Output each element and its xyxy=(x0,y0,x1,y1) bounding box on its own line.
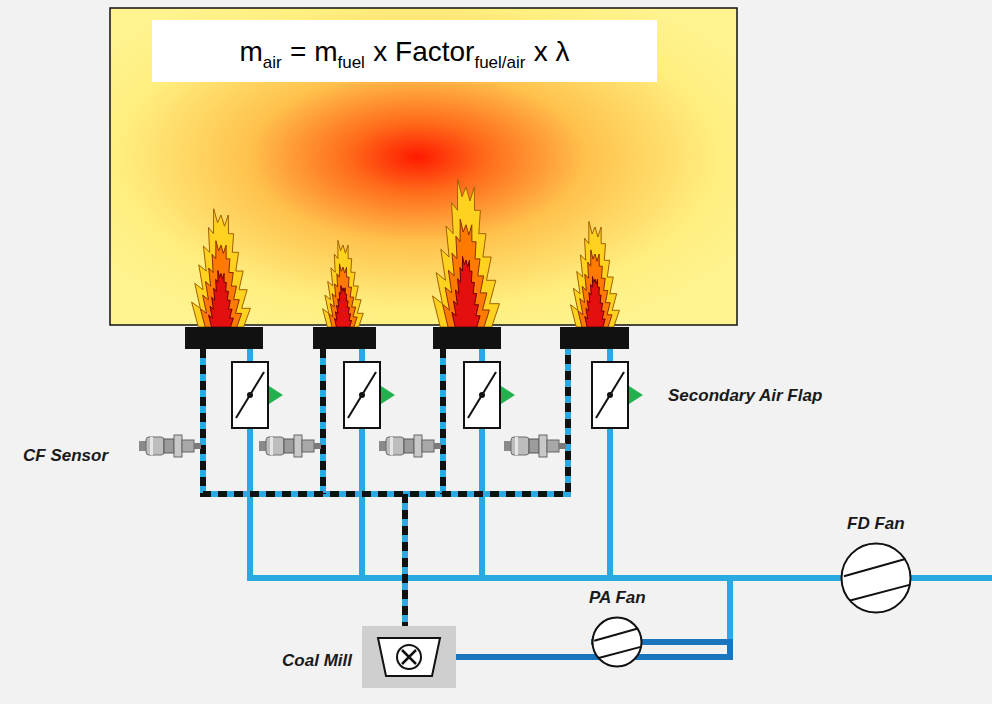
fan-casing xyxy=(593,618,642,667)
fan: FD Fan xyxy=(840,542,912,614)
air-flaps xyxy=(232,362,643,428)
burner-cap xyxy=(185,327,263,349)
flap-body xyxy=(592,362,628,428)
coal-pipes xyxy=(203,349,568,626)
formula-term: x λ xyxy=(534,36,570,68)
flame xyxy=(209,271,234,328)
flame xyxy=(192,209,251,327)
burner-caps xyxy=(185,327,629,349)
formula-box: mair = mfuel x Factorfuel/air x λ xyxy=(152,20,657,82)
air-flap xyxy=(232,362,283,428)
coal-mill: Coal Mill xyxy=(362,626,456,688)
coal-pipe-dash xyxy=(203,349,568,626)
cf-sensor xyxy=(504,435,566,457)
cf-sensor xyxy=(259,435,321,457)
air-inlet xyxy=(910,575,992,581)
equipment-label: Coal Mill xyxy=(282,651,352,671)
formula-term: m xyxy=(239,36,262,68)
callout-label: Secondary Air Flap xyxy=(668,386,822,406)
flame xyxy=(329,264,357,327)
duct-line xyxy=(643,578,840,642)
burner-cap xyxy=(560,327,629,349)
flame xyxy=(452,256,480,327)
mill-body xyxy=(378,638,440,676)
formula-term: x Factor xyxy=(373,36,474,68)
flame xyxy=(323,240,364,327)
mill-cross xyxy=(402,650,416,664)
flap-body xyxy=(344,362,380,428)
flap-body xyxy=(232,362,268,428)
flame xyxy=(578,250,612,327)
fan-casing xyxy=(842,544,911,613)
air-flap xyxy=(464,362,515,428)
fan-blades xyxy=(594,629,641,658)
burner-cap xyxy=(433,327,501,349)
coal-pipe xyxy=(203,349,568,626)
flames xyxy=(192,179,620,327)
fan-blades xyxy=(844,559,910,600)
flap-actuator xyxy=(381,386,395,404)
formula-subscript: fuel/air xyxy=(474,53,525,73)
flap-body xyxy=(464,362,500,428)
air-duct xyxy=(643,578,840,642)
coal-mill-symbol xyxy=(362,626,456,688)
fan: PA Fan xyxy=(591,616,643,668)
formula-subscript: fuel xyxy=(337,53,364,73)
flap-actuator xyxy=(629,386,643,404)
burner-cap xyxy=(313,327,376,349)
flap-blade xyxy=(468,372,496,418)
equipment-label: FD Fan xyxy=(847,514,905,534)
flame xyxy=(571,221,620,327)
formula-term: = m xyxy=(290,36,337,68)
cf-sensors xyxy=(139,435,566,457)
flap-pivot xyxy=(359,392,365,398)
flap-blade xyxy=(596,372,624,418)
mill-housing xyxy=(362,626,456,688)
fan-symbol xyxy=(591,616,643,668)
flame xyxy=(335,286,352,327)
air-flap xyxy=(344,362,395,428)
air-flap xyxy=(592,362,643,428)
flap-blade xyxy=(236,372,264,418)
equipment-label: PA Fan xyxy=(589,588,646,608)
flap-pivot xyxy=(479,392,485,398)
flame xyxy=(200,241,241,327)
flap-pivot xyxy=(247,392,253,398)
flame xyxy=(443,219,490,327)
flap-actuator xyxy=(501,386,515,404)
cf-sensor xyxy=(139,435,201,457)
cf-sensor xyxy=(379,435,441,457)
mill-rotor xyxy=(397,645,421,669)
flap-actuator xyxy=(269,386,283,404)
flap-blade xyxy=(348,372,376,418)
flap-pivot xyxy=(607,392,613,398)
callout-label: CF Sensor xyxy=(23,446,108,466)
formula-subscript: air xyxy=(263,53,282,73)
flame xyxy=(433,179,500,327)
flame xyxy=(585,277,605,328)
fan-symbol xyxy=(840,542,912,614)
